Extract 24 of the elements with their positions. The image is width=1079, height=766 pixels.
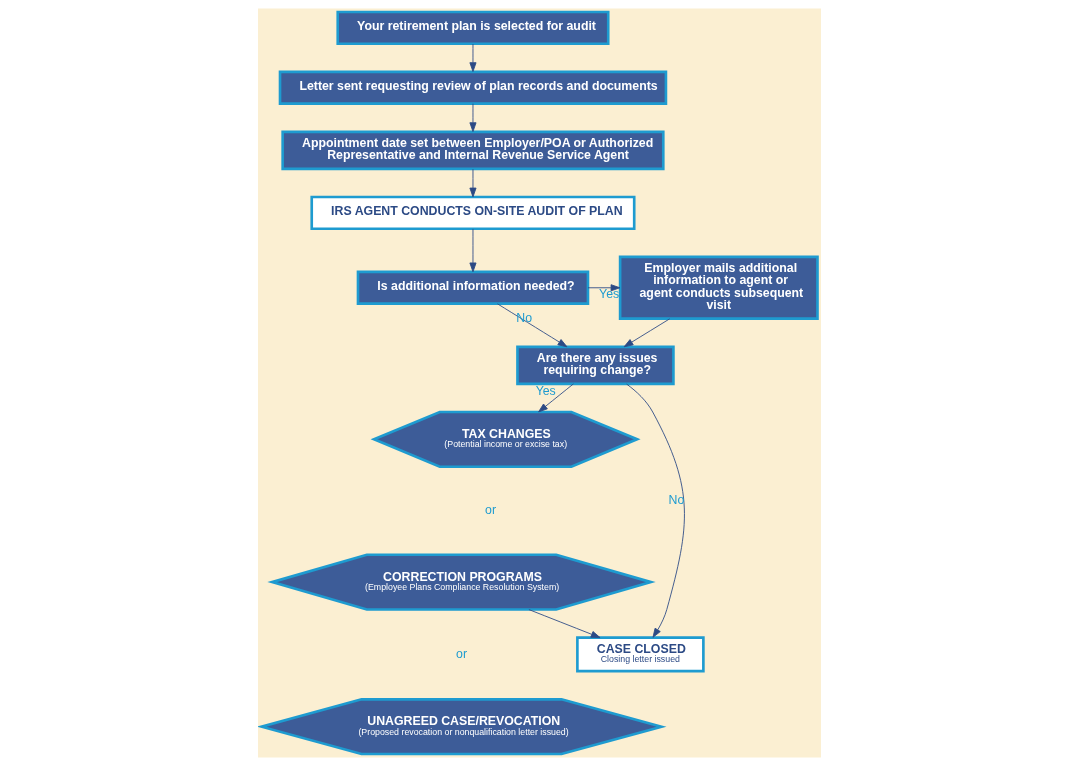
node-box: IRS AGENT CONDUCTS ON-SITE AUDIT OF PLAN [310,195,636,231]
label: or [456,646,467,661]
arrow [623,318,671,348]
node-box: Appointment date set between Employer/POA or Authorized Representative and Internal Revenue Service Agent [281,130,665,171]
edge-label: No [516,310,533,325]
arrow [469,228,477,273]
arrow [538,383,574,413]
label: or [485,502,497,517]
node-box: Your retirement plan is selected for audit [336,10,610,46]
edge-label: Yes [599,286,620,301]
edge-label: No [668,493,685,508]
arrow [469,168,477,198]
node-box: Is additional information needed? [356,270,590,305]
node-box: CASE CLOSED Closing letter issued [576,636,705,673]
arrow [626,383,685,638]
edge-label: Yes [535,383,556,398]
arrow [528,609,601,639]
arrow [469,43,477,72]
node-box: Are there any issues requiring change? [516,345,675,386]
arrow [587,284,621,292]
node-box: Employer mails additional information to agent or agent conducts subsequent visit [618,255,819,320]
arrow [469,103,477,132]
node-box: Letter sent requesting review of plan records and documents [278,70,668,105]
arrow [497,303,568,348]
